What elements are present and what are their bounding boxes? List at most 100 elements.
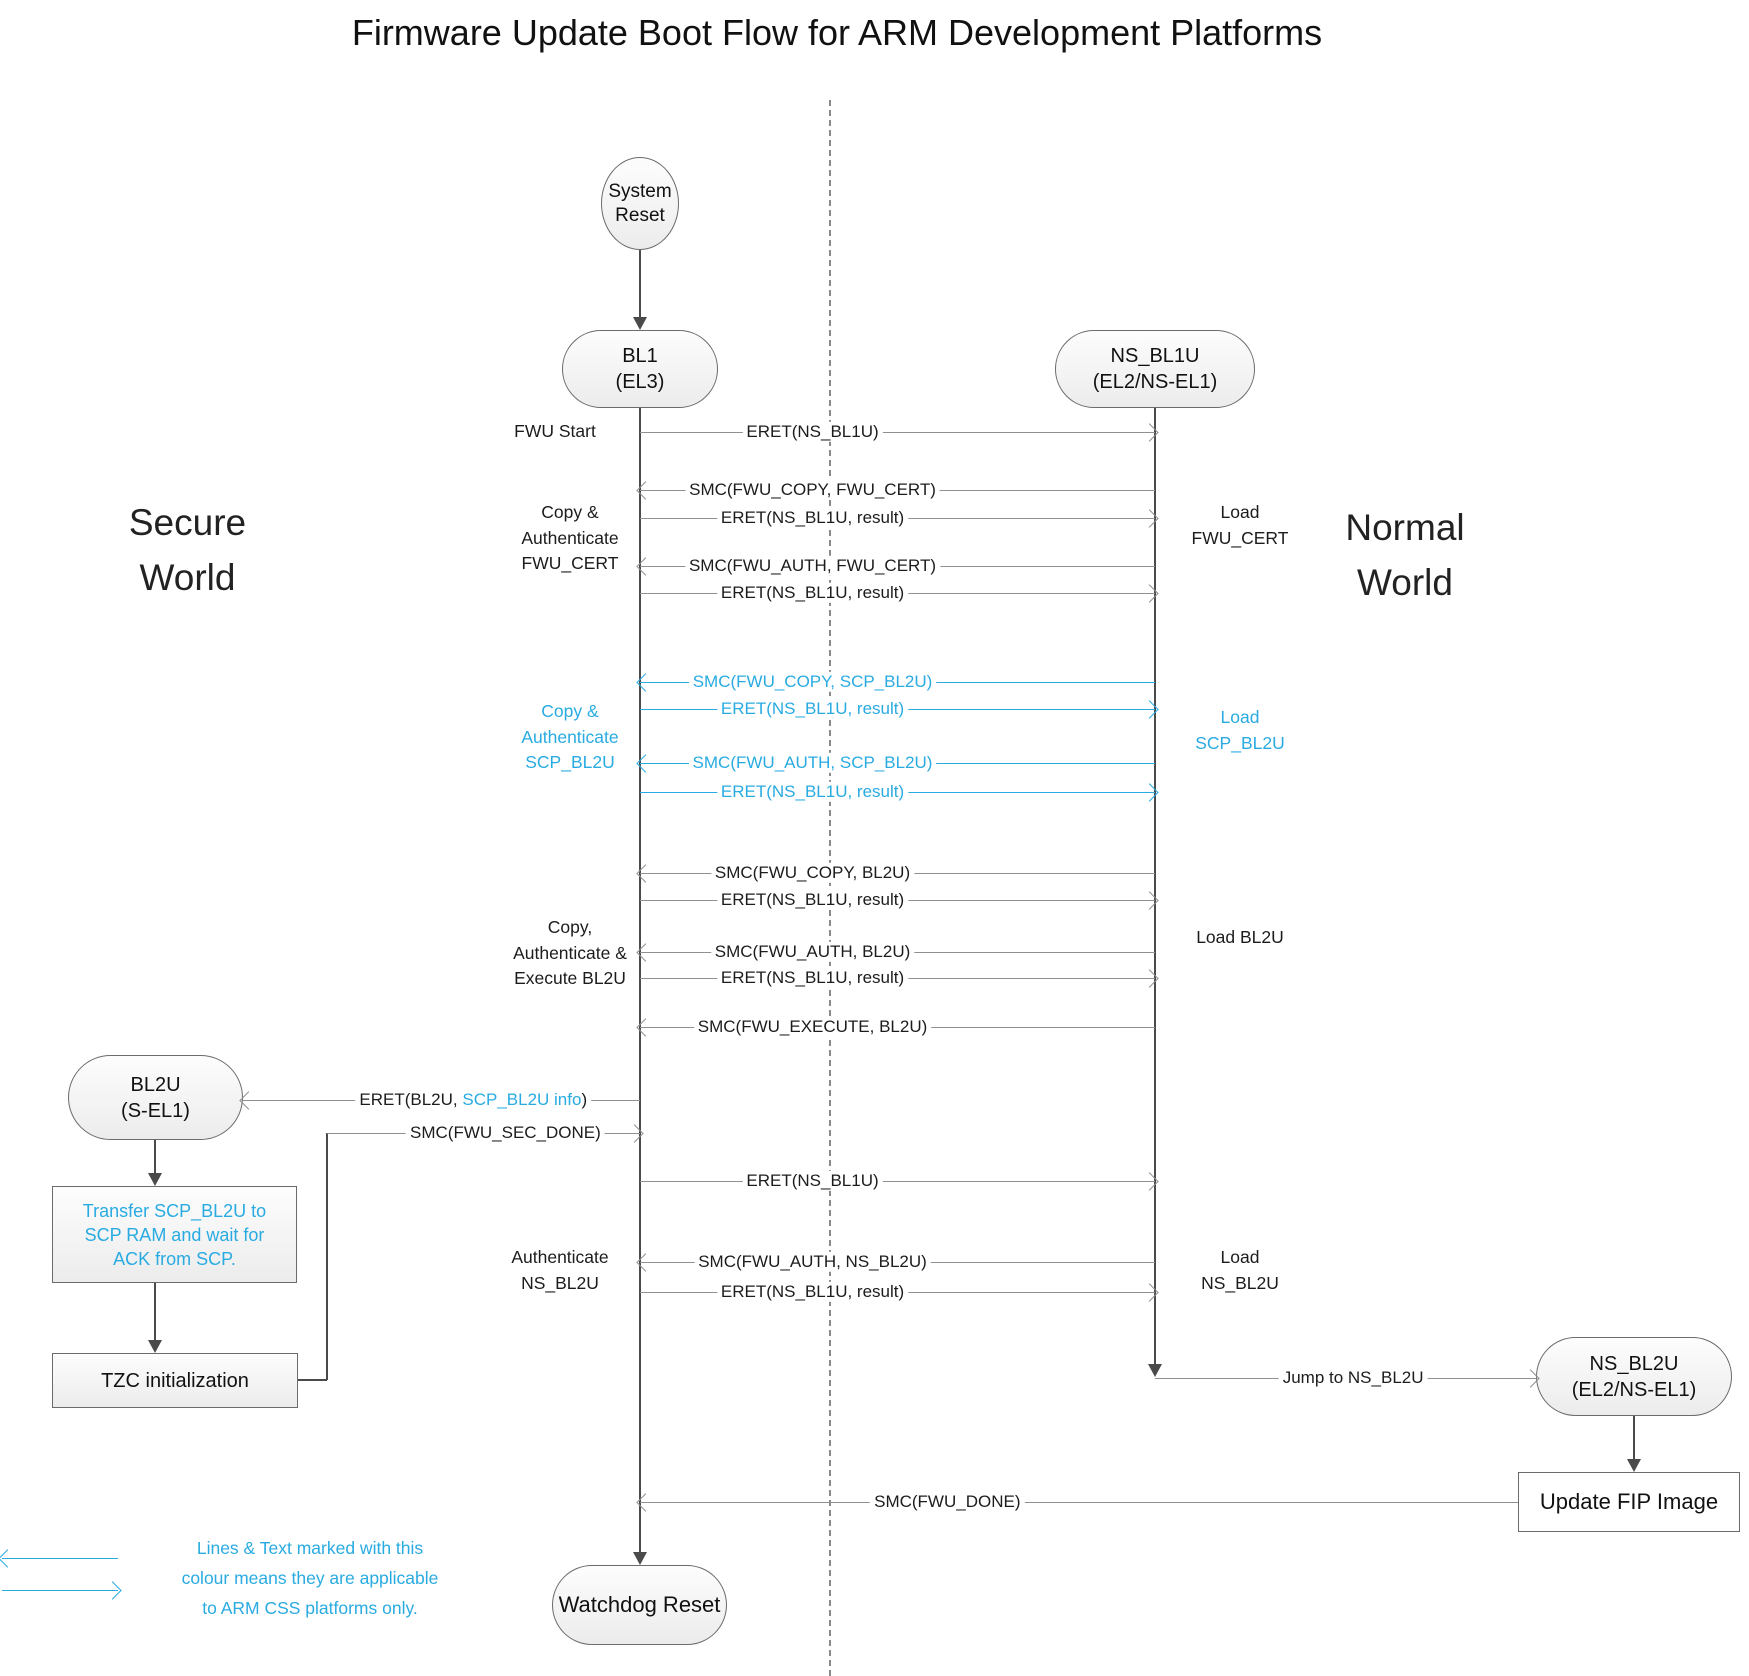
message-smc-fwu-copy-scp-bl2u-label: SMC(FWU_COPY, SCP_BL2U) [688, 671, 937, 692]
secure-world-line1: Secure [128, 502, 247, 543]
message-smc-fwu-copy-fwu-cert: SMC(FWU_COPY, FWU_CERT) [640, 479, 1155, 500]
message-eret-bl2u-scp-info: ERET(BL2U, SCP_BL2U info) [243, 1089, 640, 1110]
message-smc-fwu-auth-fwu-cert: SMC(FWU_AUTH, FWU_CERT) [640, 555, 1155, 576]
update-fip-image-label: Update FIP Image [1539, 1489, 1719, 1514]
node-system-reset: System Reset [601, 157, 679, 250]
message-jump-to-ns-bl2u-label: Jump to NS_BL2U [1278, 1367, 1428, 1388]
label-copy-auth-fwu-cert-3: FWU_CERT [521, 553, 619, 573]
node-bl1: BL1 (EL3) [562, 330, 718, 408]
label-load-scp-bl2u: Load SCP_BL2U [1165, 705, 1315, 756]
message-eret-ns-bl1u-2-label: ERET(NS_BL1U) [742, 1170, 883, 1191]
message-smc-fwu-copy-fwu-cert-label: SMC(FWU_COPY, FWU_CERT) [685, 479, 940, 500]
label-copy-auth-scp-bl2u: Copy & Authenticate SCP_BL2U [495, 699, 645, 776]
message-smc-fwu-copy-bl2u: SMC(FWU_COPY, BL2U) [640, 862, 1155, 883]
legend-line3: to ARM CSS platforms only. [202, 1598, 418, 1618]
message-smc-fwu-copy-scp-bl2u: SMC(FWU_COPY, SCP_BL2U) [640, 671, 1155, 692]
message-smc-fwu-auth-scp-bl2u-label: SMC(FWU_AUTH, SCP_BL2U) [688, 752, 937, 773]
message-eret-result-2: ERET(NS_BL1U, result) [640, 582, 1155, 603]
label-copy-auth-exec-bl2u-2: Authenticate & [513, 942, 627, 963]
watchdog-reset-label: Watchdog Reset [558, 1592, 721, 1617]
label-copy-auth-fwu-cert: Copy & Authenticate FWU_CERT [495, 500, 645, 577]
message-smc-fwu-sec-done: SMC(FWU_SEC_DONE) [327, 1122, 640, 1143]
node-ns-bl1u: NS_BL1U (EL2/NS-EL1) [1055, 330, 1255, 408]
page-title: Firmware Update Boot Flow for ARM Develo… [351, 12, 1323, 53]
connector-bl2u-to-transfer [154, 1140, 156, 1174]
secure-world-line2: World [139, 557, 236, 598]
label-copy-auth-exec-bl2u: Copy, Authenticate & Execute BL2U [485, 915, 655, 992]
label-load-scp-bl2u-2: SCP_BL2U [1195, 732, 1285, 753]
legend-css-arrow-left [2, 1558, 118, 1559]
label-authenticate-ns-bl2u: Authenticate NS_BL2U [485, 1245, 635, 1296]
arrowhead-bl1-to-watchdog [633, 1552, 647, 1565]
label-load-ns-bl2u-2: NS_BL2U [1201, 1272, 1279, 1293]
message-eret-result-4: ERET(NS_BL1U, result) [640, 781, 1155, 802]
system-reset-line2: Reset [615, 204, 665, 226]
label-copy-auth-fwu-cert-2: Authenticate [521, 527, 619, 548]
label-authenticate-ns-bl2u-2: NS_BL2U [521, 1272, 599, 1293]
node-tzc-initialization: TZC initialization [52, 1353, 298, 1408]
message-eret-result-7-label: ERET(NS_BL1U, result) [716, 1281, 909, 1302]
arrowhead-ns-bl2u-to-update-fip [1627, 1459, 1641, 1472]
eret-bl2u-prefix: ERET(BL2U, [359, 1089, 463, 1109]
message-eret-result-3-label: ERET(NS_BL1U, result) [716, 698, 909, 719]
secure-world-label: Secure World [95, 495, 280, 605]
message-smc-fwu-execute-bl2u: SMC(FWU_EXECUTE, BL2U) [640, 1016, 1155, 1037]
eret-bl2u-scp-info-part: SCP_BL2U info [462, 1089, 582, 1109]
message-smc-fwu-auth-ns-bl2u-label: SMC(FWU_AUTH, NS_BL2U) [694, 1251, 931, 1272]
message-smc-fwu-execute-bl2u-label: SMC(FWU_EXECUTE, BL2U) [693, 1016, 932, 1037]
message-smc-fwu-auth-scp-bl2u: SMC(FWU_AUTH, SCP_BL2U) [640, 752, 1155, 773]
message-eret-result-6: ERET(NS_BL1U, result) [640, 967, 1155, 988]
label-fwu-start: FWU Start [480, 419, 630, 445]
message-eret-ns-bl1u-1: ERET(NS_BL1U) [640, 421, 1155, 442]
message-eret-ns-bl1u-1-label: ERET(NS_BL1U) [742, 421, 883, 442]
label-load-scp-bl2u-1: Load [1220, 707, 1260, 727]
bl2u-line1: BL2U [130, 1073, 181, 1096]
message-eret-result-1: ERET(NS_BL1U, result) [640, 507, 1155, 528]
message-eret-result-1-label: ERET(NS_BL1U, result) [716, 507, 909, 528]
legend-line1: Lines & Text marked with this [196, 1538, 424, 1558]
label-load-fwu-cert: Load FWU_CERT [1165, 500, 1315, 551]
message-smc-fwu-done-label: SMC(FWU_DONE) [870, 1491, 1025, 1512]
arrowhead-bl2u-to-transfer [148, 1173, 162, 1186]
lifeline-ns-bl1u [1154, 408, 1156, 1366]
node-ns-bl2u: NS_BL2U (EL2/NS-EL1) [1536, 1337, 1732, 1416]
ns-bl1u-line2: (EL2/NS-EL1) [1092, 371, 1218, 393]
bl1-line2: (EL3) [615, 371, 665, 393]
message-smc-fwu-auth-bl2u: SMC(FWU_AUTH, BL2U) [640, 941, 1155, 962]
normal-world-label: Normal World [1310, 500, 1500, 610]
message-eret-result-5-label: ERET(NS_BL1U, result) [716, 889, 909, 910]
label-authenticate-ns-bl2u-1: Authenticate [511, 1247, 609, 1267]
legend-line2: colour means they are applicable [181, 1568, 439, 1588]
lifeline-bl1 [639, 408, 641, 1553]
message-eret-result-4-label: ERET(NS_BL1U, result) [716, 781, 909, 802]
message-jump-to-ns-bl2u: Jump to NS_BL2U [1155, 1367, 1536, 1388]
transfer-scp-line3: ACK from SCP. [113, 1248, 236, 1269]
label-copy-auth-scp-bl2u-3: SCP_BL2U [525, 752, 615, 772]
message-smc-fwu-auth-bl2u-label: SMC(FWU_AUTH, BL2U) [710, 941, 915, 962]
node-update-fip-image: Update FIP Image [1518, 1472, 1740, 1532]
label-load-ns-bl2u: Load NS_BL2U [1165, 1245, 1315, 1296]
message-smc-fwu-sec-done-label: SMC(FWU_SEC_DONE) [406, 1122, 605, 1143]
bl2u-line2: (S-EL1) [121, 1099, 190, 1122]
ns-bl2u-line1: NS_BL2U [1589, 1352, 1679, 1375]
node-bl2u: BL2U (S-EL1) [68, 1055, 243, 1140]
message-eret-result-2-label: ERET(NS_BL1U, result) [716, 582, 909, 603]
label-load-fwu-cert-1: Load [1220, 502, 1260, 522]
ns-bl2u-line2: (EL2/NS-EL1) [1571, 1378, 1697, 1401]
message-eret-result-6-label: ERET(NS_BL1U, result) [716, 967, 909, 988]
label-copy-auth-scp-bl2u-1: Copy & [541, 701, 599, 721]
transfer-scp-line2: SCP RAM and wait for [84, 1224, 265, 1245]
label-copy-auth-fwu-cert-1: Copy & [541, 502, 599, 522]
label-copy-auth-exec-bl2u-1: Copy, [547, 917, 593, 937]
connector-system-reset-to-bl1 [639, 250, 641, 318]
label-load-bl2u-text: Load BL2U [1196, 927, 1284, 947]
node-watchdog-reset: Watchdog Reset [552, 1565, 727, 1645]
label-load-fwu-cert-2: FWU_CERT [1191, 527, 1289, 548]
ns-bl1u-line1: NS_BL1U [1110, 345, 1200, 367]
arrowhead-ns-bl1u-lifeline-end [1148, 1364, 1162, 1377]
eret-bl2u-suffix: ) [581, 1089, 588, 1109]
elbow-tzc-vertical [326, 1133, 328, 1380]
message-eret-result-5: ERET(NS_BL1U, result) [640, 889, 1155, 910]
normal-world-line1: Normal [1345, 507, 1465, 548]
